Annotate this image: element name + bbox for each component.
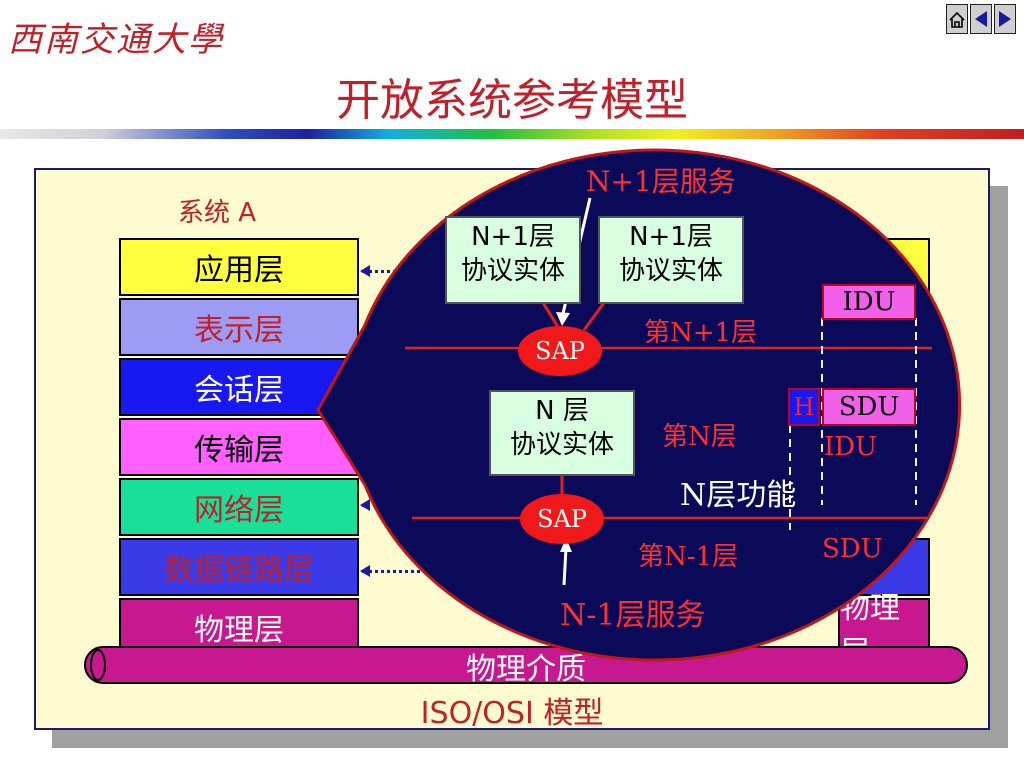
sdu-bottom-label: SDU bbox=[822, 534, 883, 564]
prev-arrow-icon bbox=[975, 11, 987, 27]
header-h-box: H bbox=[788, 388, 820, 426]
sap-bottom: SAP bbox=[520, 494, 604, 544]
title-divider bbox=[0, 129, 1024, 139]
layer-n-minus-1-label: 第N-1层 bbox=[638, 542, 739, 572]
next-arrow-icon bbox=[999, 11, 1011, 27]
entity-label-line2: 协议实体 bbox=[460, 256, 565, 286]
layer-n-plus-1-label: 第N+1层 bbox=[644, 318, 758, 348]
peer-arrow-data-link bbox=[360, 565, 440, 577]
service-arrow-bottom bbox=[562, 547, 568, 586]
system-a-label: 系统 A bbox=[178, 198, 257, 228]
entity-label-line2: 协议实体 bbox=[509, 430, 614, 460]
physical-medium-label: 物理介质 bbox=[466, 652, 586, 687]
idu-top-box: IDU bbox=[822, 284, 916, 320]
layer-presentation: 表示层 bbox=[119, 298, 359, 356]
n-layer-function-label: N层功能 bbox=[680, 478, 797, 513]
layer-data-link: 数据链路层 bbox=[119, 538, 359, 596]
physical-medium-pipe bbox=[84, 646, 968, 684]
entity-label-line1: N+1层 bbox=[471, 222, 555, 252]
next-button[interactable] bbox=[994, 4, 1016, 34]
layer-application: 应用层 bbox=[119, 238, 359, 296]
university-logo-text: 西南交通大學 bbox=[8, 20, 224, 60]
home-button[interactable] bbox=[946, 4, 968, 34]
page-title: 开放系统参考模型 bbox=[336, 75, 688, 126]
entity-label-line1: N 层 bbox=[535, 396, 589, 426]
idu-bottom-label: IDU bbox=[824, 432, 878, 462]
home-icon bbox=[949, 11, 965, 28]
n-plus-1-entity-right: N+1层 协议实体 bbox=[598, 216, 744, 304]
n-plus-1-entity-left: N+1层 协议实体 bbox=[445, 216, 581, 304]
entity-label-line2: 协议实体 bbox=[618, 256, 723, 286]
layer-n-label: 第N层 bbox=[662, 422, 737, 452]
n-minus-1-service-label: N-1层服务 bbox=[560, 598, 706, 633]
sdu-top-box: SDU bbox=[822, 388, 916, 426]
layer-network: 网络层 bbox=[119, 478, 359, 536]
n-entity: N 层 协议实体 bbox=[489, 390, 635, 476]
layer-transport: 传输层 bbox=[119, 418, 359, 476]
n-plus-1-service-label: N+1层服务 bbox=[586, 165, 736, 198]
previous-button[interactable] bbox=[970, 4, 992, 34]
entity-label-line1: N+1层 bbox=[629, 222, 713, 252]
sap-top: SAP bbox=[518, 326, 602, 376]
model-caption: ISO/OSI 模型 bbox=[420, 696, 604, 731]
